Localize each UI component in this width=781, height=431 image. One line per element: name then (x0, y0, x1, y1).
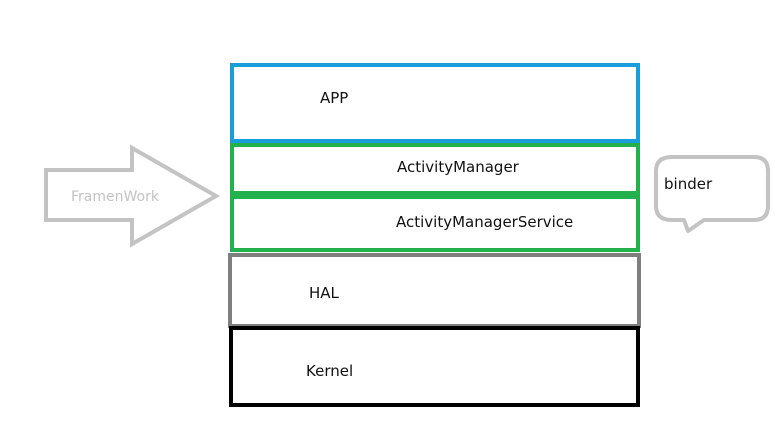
activity-manager-service-label: ActivityManagerService (396, 213, 574, 231)
framework-arrow-label: FramenWork (71, 189, 159, 205)
hal-layer-label: HAL (309, 284, 339, 302)
kernel-layer-box (229, 326, 640, 407)
activity-manager-box (230, 143, 640, 195)
binder-callout-label: binder (664, 175, 713, 193)
app-layer-label: APP (320, 89, 349, 107)
framework-arrow-shape (44, 144, 221, 248)
activity-manager-service-box (230, 195, 640, 252)
kernel-layer-label: Kernel (306, 362, 354, 380)
binder-callout-shape (654, 155, 770, 233)
activity-manager-label: ActivityManager (397, 158, 519, 176)
app-layer-box (230, 63, 640, 143)
